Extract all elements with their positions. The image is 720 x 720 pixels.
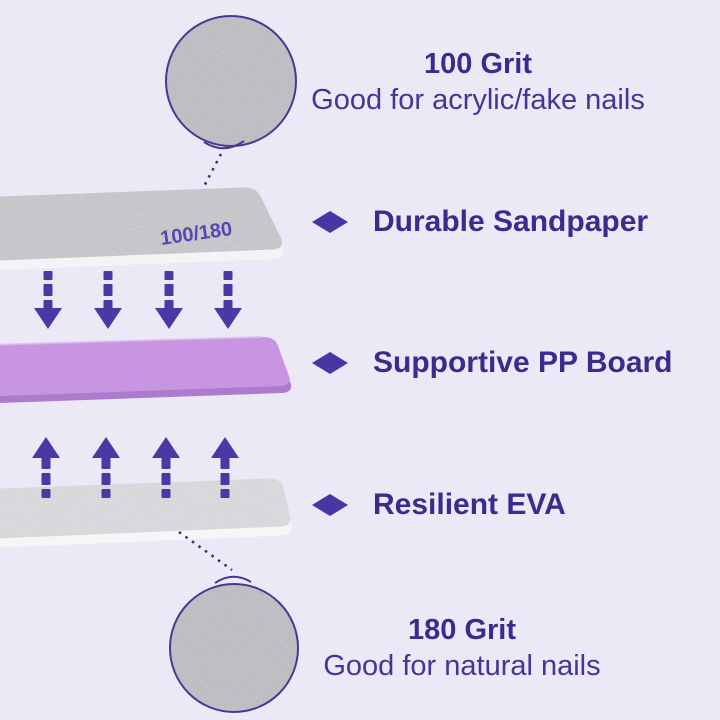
layer-label-sandpaper: Durable Sandpaper: [373, 205, 649, 238]
magnifier-tail-arc: [203, 140, 245, 150]
magnified-texture-bottom: [169, 575, 299, 713]
top-callout: 100 Grit Good for acrylic/fake nails: [278, 46, 678, 118]
grit-title-bottom: 180 Grit: [408, 614, 516, 646]
magnifier-tail-arc: [214, 575, 252, 584]
arrow-down-icon: [155, 271, 183, 329]
arrow-down-icon: [34, 271, 62, 329]
dotted-connector-bottom: [178, 530, 233, 572]
magnified-texture-top: [165, 15, 297, 150]
grit-subtitle-bottom: Good for natural nails: [323, 650, 601, 682]
diamond-icon: [312, 211, 348, 233]
layer-row-sandpaper: Durable Sandpaper: [311, 202, 648, 242]
layer-row-pp-board: Supportive PP Board: [311, 343, 673, 383]
bottom-callout: 180 Grit Good for natural nails: [262, 612, 662, 684]
layer-row-eva: Resilient EVA: [311, 485, 566, 525]
eva-strip: [0, 478, 292, 548]
diamond-icon: [312, 352, 348, 374]
sandpaper-strip: 100/180: [0, 187, 284, 271]
grit-title-top: 100 Grit: [424, 48, 532, 80]
layer-label-eva: Resilient EVA: [373, 488, 566, 521]
arrow-down-icon: [94, 271, 122, 329]
diamond-icon: [312, 494, 348, 516]
arrow-down-icon: [214, 271, 242, 329]
grit-subtitle-top: Good for acrylic/fake nails: [311, 84, 645, 116]
layer-label-pp-board: Supportive PP Board: [373, 346, 673, 379]
dotted-connector-top: [189, 153, 223, 212]
pp-board-strip: [0, 336, 292, 404]
